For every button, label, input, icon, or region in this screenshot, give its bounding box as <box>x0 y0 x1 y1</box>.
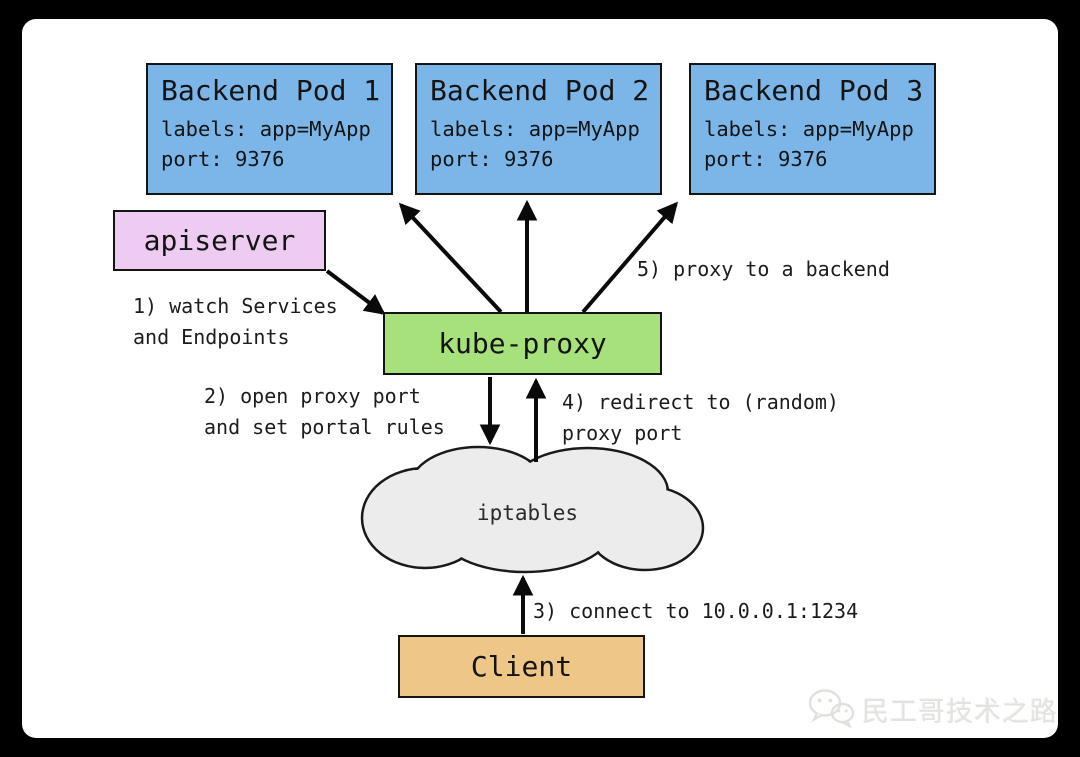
kube-proxy-box: kube-proxy <box>383 312 662 375</box>
backend-pod-3-box: Backend Pod 3 labels: app=MyApp port: 93… <box>689 63 936 195</box>
apiserver-label: apiserver <box>143 224 296 257</box>
annotation-step1: 1) watch Services and Endpoints <box>133 294 338 349</box>
backend-pod-1-port: port: 9376 <box>161 147 285 171</box>
backend-pod-3-title: Backend Pod 3 <box>704 74 924 107</box>
backend-pod-2-box: Backend Pod 2 labels: app=MyApp port: 93… <box>415 63 662 195</box>
iptables-label: iptables <box>476 501 579 525</box>
annotation-step5: 5) proxy to a backend <box>637 257 890 281</box>
watermark: 民工哥技术之路 <box>806 686 1058 732</box>
backend-pod-1-labels: labels: app=MyApp <box>161 117 371 141</box>
watermark-text: 民工哥技术之路 <box>862 696 1058 728</box>
backend-pod-1-box: Backend Pod 1 labels: app=MyApp port: 93… <box>146 63 393 195</box>
backend-pod-3-labels: labels: app=MyApp <box>704 117 914 141</box>
backend-pod-2-title: Backend Pod 2 <box>430 74 650 107</box>
client-box: Client <box>398 635 645 698</box>
backend-pod-3-port: port: 9376 <box>704 147 828 171</box>
annotation-step3: 3) connect to 10.0.0.1:1234 <box>533 599 859 623</box>
kube-proxy-label: kube-proxy <box>438 327 607 360</box>
apiserver-box: apiserver <box>113 210 326 271</box>
wechat-icon <box>808 689 855 729</box>
annotation-step4: 4) redirect to (random) proxy port <box>562 390 839 445</box>
backend-pod-2-port: port: 9376 <box>430 147 554 171</box>
backend-pod-2-labels: labels: app=MyApp <box>430 117 640 141</box>
client-label: Client <box>470 650 573 683</box>
annotation-step2: 2) open proxy port and set portal rules <box>204 384 445 439</box>
backend-pod-1-title: Backend Pod 1 <box>161 74 381 107</box>
